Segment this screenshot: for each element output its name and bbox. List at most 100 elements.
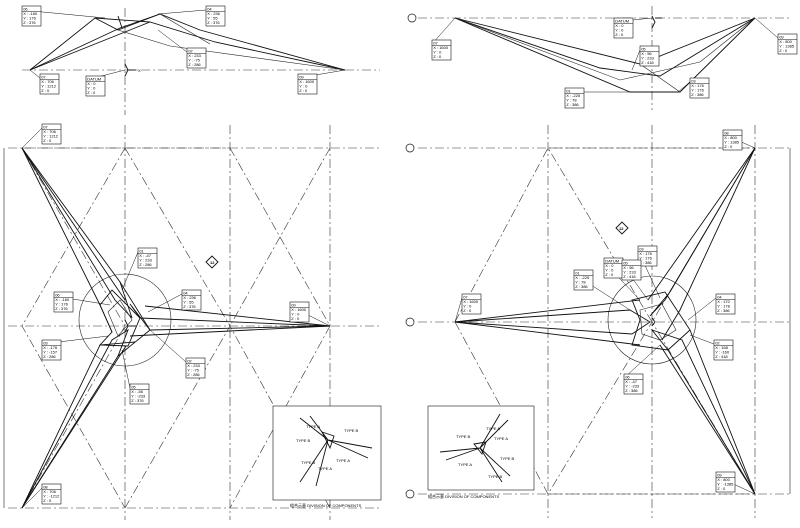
callout-text: 05 <box>131 384 136 389</box>
callout-box <box>637 245 658 267</box>
callout-text: Y : 55 <box>207 16 218 21</box>
callout-text: 09 <box>291 302 296 307</box>
callout-box <box>564 87 585 109</box>
callout-text: 01 <box>139 248 144 253</box>
callout-text: Y : 176 <box>55 302 68 307</box>
callout-text: Y : -1385 <box>717 482 734 487</box>
callout-text: X : 233 <box>188 53 201 58</box>
callout-text: Y : 1212 <box>43 134 59 139</box>
callout-text: Z : 286 <box>43 354 56 359</box>
callout-box <box>41 339 62 361</box>
callout-box <box>41 483 62 505</box>
callout-text: Z : 386 <box>639 260 652 265</box>
callout-text: 04 <box>717 294 722 299</box>
callout-text: X : -47 <box>139 253 152 258</box>
leader-line <box>21 127 43 149</box>
leader-line <box>754 17 779 39</box>
callout-text: X : 706 <box>43 129 56 134</box>
leader-line <box>29 69 41 79</box>
callout-text: Z : 0 <box>299 88 308 93</box>
callout-text: 03 <box>691 78 696 83</box>
callout-text: Z : 0 <box>433 54 442 59</box>
callout-text: Y : 0 <box>433 50 442 55</box>
callout-text: X : 706 <box>41 79 54 84</box>
callout-text: X : 706 <box>43 489 56 494</box>
callout-text: X : -47 <box>625 379 638 384</box>
callout-text: Y : -1212 <box>43 494 60 499</box>
callout-text: Z : 0 <box>724 144 733 149</box>
leader-line <box>149 329 187 363</box>
callout-text: Z : 386 <box>625 388 638 393</box>
callout-text: Z : 0 <box>41 88 50 93</box>
callout-box <box>85 75 106 97</box>
callout-text: X : -176 <box>43 345 58 350</box>
callout-text: 07 <box>41 74 46 79</box>
callout-box <box>41 123 62 145</box>
elevation-left: X <box>22 8 380 115</box>
callout-text: 05 <box>641 46 646 51</box>
callout-box <box>185 357 206 379</box>
callout-text: Z : 376 <box>23 20 36 25</box>
callout-text: Z : 386 <box>691 92 704 97</box>
callout-text: X : 1600 <box>299 79 315 84</box>
callout-box <box>713 339 734 361</box>
leader-line <box>623 344 661 379</box>
inset-right-caption: 組合示意 DIVISION OF COMPONENTS <box>428 493 499 499</box>
callout-box <box>613 17 634 39</box>
north-mark-left: 12 <box>210 260 215 265</box>
callout-text: 02 <box>187 358 192 363</box>
callout-text: X : 236 <box>207 11 220 16</box>
inset-type-label: TYPE A <box>458 462 472 467</box>
callout-box <box>205 5 226 27</box>
callout-text: Y : -233 <box>131 394 146 399</box>
callout-text: 01 <box>575 270 580 275</box>
callout-box <box>431 39 452 61</box>
callout-text: Y : -75 <box>188 58 200 63</box>
callout-text: X : 236 <box>183 295 196 300</box>
leader-line <box>631 49 641 71</box>
callout-text: Y : 78 <box>575 280 586 285</box>
callout-box <box>715 471 736 493</box>
callout-text: X : 158 <box>715 345 728 350</box>
callout-text: Y : 176 <box>639 256 652 261</box>
inset-type-label: TYPE A <box>318 466 332 471</box>
callout-text: 07 <box>43 124 48 129</box>
callout-text: Z : 0 <box>615 32 624 37</box>
callout-box <box>623 373 644 395</box>
callout-text: Z : 0 <box>463 308 472 313</box>
callout-text: Z : 376 <box>207 20 220 25</box>
callout-text: DATUM <box>605 258 619 263</box>
callout-box <box>639 45 660 67</box>
callout-box <box>137 247 158 269</box>
callout-text: 03 <box>639 246 644 251</box>
callout-text: 06 <box>23 6 28 11</box>
callout-text: X : 233 <box>187 363 200 368</box>
callout-box <box>21 5 42 27</box>
callout-text: Y : 0 <box>615 28 624 33</box>
callout-text: Y : 1385 <box>779 44 795 49</box>
callout-text: 07 <box>433 40 438 45</box>
leader-line <box>147 293 183 313</box>
leader-line <box>21 487 43 509</box>
callout-text: 06 <box>625 374 630 379</box>
callout-text: Z : 386 <box>575 284 588 289</box>
callout-text: Y : 233 <box>641 56 654 61</box>
